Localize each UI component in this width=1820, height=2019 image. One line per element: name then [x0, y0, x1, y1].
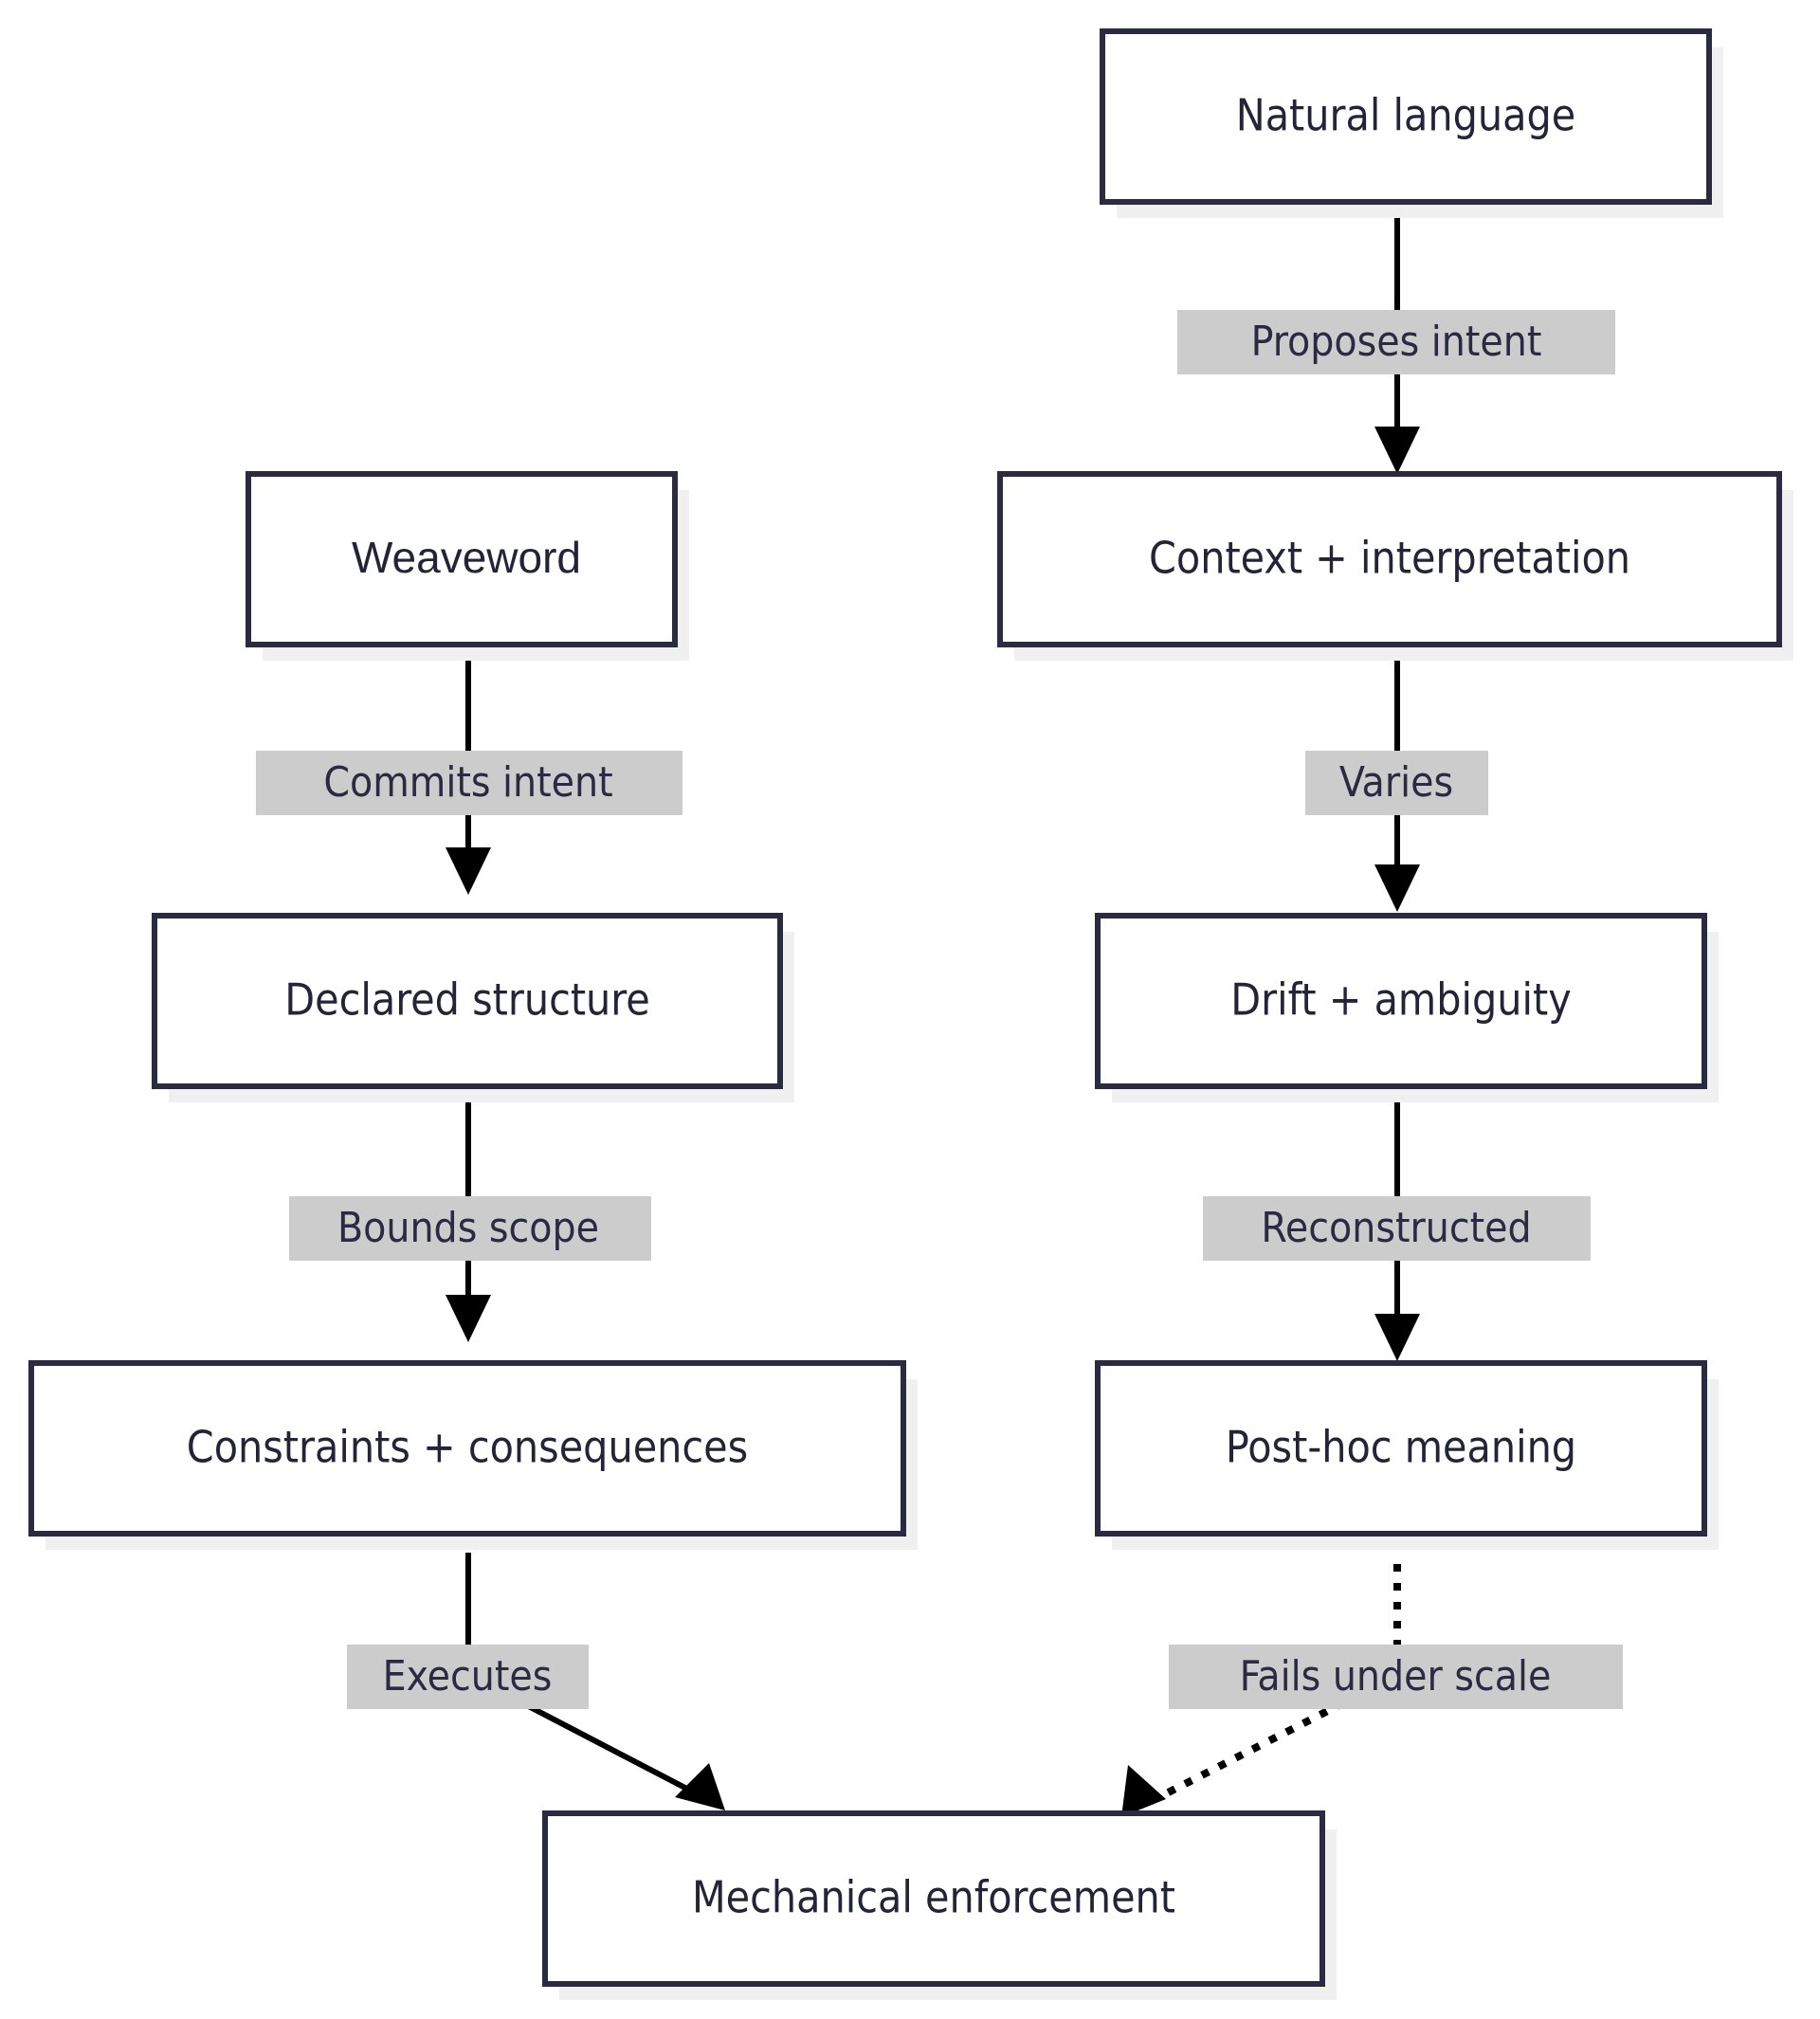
edge-label-proposes-intent: Proposes intent	[1177, 310, 1615, 374]
edge-label-text-e2: Varies	[1339, 758, 1453, 807]
edge-label-varies: Varies	[1305, 751, 1488, 815]
edge-label-bg-e4	[1169, 1645, 1623, 1709]
edge-fails-under-scale	[1121, 1564, 1401, 1817]
node-context-interpretation[interactable]: Context + interpretation	[997, 471, 1793, 661]
node-box-natural-language[interactable]	[1100, 28, 1712, 205]
node-box-context-interpretation[interactable]	[997, 471, 1782, 647]
node-label-mechanical-enforcement: Mechanical enforcement	[692, 1872, 1175, 1923]
node-label-declared-structure: Declared structure	[284, 974, 650, 1026]
edge-arrowhead-e7	[675, 1763, 725, 1810]
edge-label-text-e6: Bounds scope	[337, 1204, 599, 1252]
node-drift-ambiguity[interactable]: Drift + ambiguity	[1095, 913, 1719, 1102]
node-natural-language[interactable]: Natural language	[1100, 28, 1723, 218]
edge-label-text-e7: Executes	[383, 1652, 553, 1701]
edge-label-executes: Executes	[347, 1645, 589, 1709]
edge-label-bg-e3	[1203, 1196, 1591, 1261]
node-box-declared-structure[interactable]	[152, 913, 783, 1089]
edge-label-bounds-scope: Bounds scope	[289, 1196, 651, 1261]
edge-label-commits-intent: Commits intent	[256, 751, 682, 815]
edge-label-text-e4: Fails under scale	[1240, 1652, 1552, 1701]
edge-label-text-e3: Reconstructed	[1261, 1204, 1531, 1252]
edge-arrowhead-e3	[1374, 1314, 1420, 1361]
edge-label-text-e5: Commits intent	[323, 758, 612, 807]
node-label-post-hoc-meaning: Post-hoc meaning	[1226, 1422, 1576, 1473]
edge-arrowhead-e5	[446, 847, 491, 895]
node-label-drift-ambiguity: Drift + ambiguity	[1230, 974, 1571, 1026]
edge-label-bg-e2	[1305, 751, 1488, 815]
node-label-constraints-consequences: Constraints + consequences	[187, 1422, 748, 1473]
node-mechanical-enforcement[interactable]: Mechanical enforcement	[542, 1810, 1337, 2000]
edge-label-bg-e1	[1177, 310, 1615, 374]
node-label-weaveword: Weaveword	[352, 533, 581, 582]
edge-arrowhead-e2	[1374, 864, 1420, 912]
node-label-context-interpretation: Context + interpretation	[1149, 533, 1630, 584]
edge-label-fails-under-scale: Fails under scale	[1169, 1645, 1623, 1709]
edge-arrowhead-e1	[1374, 427, 1420, 474]
node-box-weaveword[interactable]	[246, 471, 678, 647]
node-constraints-consequences[interactable]: Constraints + consequences	[28, 1360, 918, 1550]
node-declared-structure[interactable]: Declared structure	[152, 913, 794, 1102]
edge-arrowhead-e6	[446, 1295, 491, 1342]
edge-arrowhead-e4	[1121, 1765, 1166, 1817]
node-box-drift-ambiguity[interactable]	[1095, 913, 1707, 1089]
node-box-mechanical-enforcement[interactable]	[542, 1810, 1325, 1987]
node-box-constraints-consequences[interactable]	[28, 1360, 906, 1537]
edge-label-reconstructed: Reconstructed	[1203, 1196, 1591, 1261]
node-weaveword[interactable]: Weaveword	[246, 471, 689, 661]
node-box-post-hoc-meaning[interactable]	[1095, 1360, 1707, 1537]
edge-label-bg-e7	[347, 1645, 589, 1709]
node-post-hoc-meaning[interactable]: Post-hoc meaning	[1095, 1360, 1719, 1550]
edge-label-text-e1: Proposes intent	[1251, 318, 1542, 366]
node-label-natural-language: Natural language	[1236, 90, 1575, 141]
edge-label-bg-e5	[256, 751, 682, 815]
edge-label-bg-e6	[289, 1196, 651, 1261]
